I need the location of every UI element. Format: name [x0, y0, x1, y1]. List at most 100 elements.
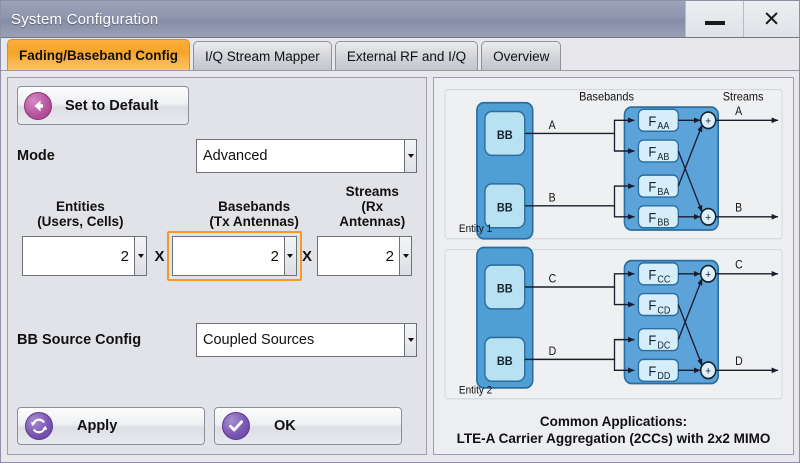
coefficient-block-fcc: F CC — [637, 262, 679, 286]
streams-header-label: Streams — [723, 91, 764, 104]
mode-row: Mode Advanced — [17, 139, 417, 173]
streams-stepper[interactable]: 2 — [317, 236, 412, 276]
coefficient-subscript: DC — [657, 339, 670, 351]
coefficient-block-fdc: F DC — [637, 327, 679, 352]
streams-field-wrap: 2 — [312, 231, 417, 281]
coefficient-block-fcd: F CD — [637, 292, 679, 317]
stream-label-d: D — [735, 355, 743, 368]
sum-symbol: + — [705, 366, 711, 378]
chevron-down-icon[interactable] — [399, 236, 412, 276]
bb-source-config-dropdown[interactable]: Coupled Sources — [196, 323, 417, 357]
coefficient-symbol: F — [648, 333, 656, 349]
caption-line-2: LTE-A Carrier Aggregation (2CCs) with 2x… — [456, 431, 771, 446]
summation-node: + — [700, 111, 717, 130]
bb-block-label: BB — [497, 202, 513, 215]
tab-label: Overview — [493, 48, 550, 64]
coefficient-symbol: F — [648, 363, 656, 379]
entities-value[interactable]: 2 — [22, 236, 134, 276]
bb-block-label: BB — [497, 130, 513, 143]
streams-header: Streams (Rx Antennas) — [327, 184, 417, 229]
mode-dropdown[interactable]: Advanced — [196, 139, 417, 173]
coefficient-symbol: F — [648, 179, 656, 195]
summation-node: + — [700, 207, 717, 226]
entities-field-wrap: 2 — [17, 231, 152, 281]
check-icon — [222, 412, 250, 440]
coefficient-block-faa: F AA — [637, 108, 679, 132]
streams-value[interactable]: 2 — [317, 236, 399, 276]
bb-source-config-value[interactable]: Coupled Sources — [196, 323, 404, 357]
coefficient-symbol: F — [648, 297, 656, 313]
stream-label-a: A — [735, 105, 743, 118]
ok-button[interactable]: OK — [214, 407, 402, 445]
stream-label-c: C — [735, 259, 743, 272]
entities-header-line1: Entities — [55, 199, 105, 214]
baseband-label-a: A — [549, 120, 557, 133]
sum-symbol: + — [705, 270, 711, 282]
dimensions-section: Entities (Users, Cells) Basebands (Tx An… — [17, 184, 417, 281]
ok-label: OK — [274, 418, 296, 434]
bb-source-config-label: BB Source Config — [17, 332, 142, 348]
baseband-label-d: D — [549, 346, 557, 359]
basebands-stepper[interactable]: 2 — [171, 236, 297, 276]
tab-label: I/Q Stream Mapper — [205, 48, 320, 64]
minimize-button[interactable] — [685, 1, 743, 37]
coefficient-subscript: AB — [657, 150, 669, 162]
coefficient-symbol: F — [648, 267, 656, 283]
dimension-headers: Entities (Users, Cells) Basebands (Tx An… — [17, 184, 417, 229]
tab-external-rf-and-iq[interactable]: External RF and I/Q — [334, 41, 479, 70]
summation-node: + — [700, 264, 717, 283]
window-title: System Configuration — [11, 10, 159, 28]
coefficient-block-fba: F BA — [637, 174, 679, 198]
coefficient-subscript: CD — [657, 304, 670, 316]
sum-symbol: + — [705, 213, 711, 225]
tab-overview[interactable]: Overview — [481, 41, 562, 70]
bb-block-label: BB — [497, 283, 513, 296]
basebands-header-line2: (Tx Antennas) — [209, 214, 299, 229]
entities-header: Entities (Users, Cells) — [17, 199, 144, 229]
chevron-down-icon[interactable] — [404, 323, 417, 357]
dialog-body: Set to Default Mode Advanced Entities (U… — [1, 71, 799, 462]
tab-label: Fading/Baseband Config — [19, 47, 179, 63]
coefficient-subscript: DD — [657, 370, 670, 382]
sum-symbol: + — [705, 116, 711, 128]
coefficient-symbol: F — [648, 113, 656, 129]
bb-block-label: BB — [497, 355, 513, 368]
basebands-header-label: Basebands — [579, 91, 634, 104]
coefficient-subscript: BB — [657, 216, 669, 228]
baseband-label-b: B — [549, 192, 556, 205]
multiply-symbol: X — [301, 247, 312, 265]
basebands-field-wrap: 2 — [166, 231, 302, 281]
entities-stepper[interactable]: 2 — [22, 236, 147, 276]
entity1-label: Entity 1 — [459, 224, 492, 236]
multiply-symbol: X — [154, 247, 165, 265]
diagram-svg: Basebands Streams BB BB Entity 1 — [444, 89, 783, 400]
minimize-icon — [704, 21, 725, 25]
close-button[interactable]: ✕ — [743, 1, 799, 37]
tab-iq-stream-mapper[interactable]: I/Q Stream Mapper — [193, 41, 332, 70]
window-controls: ✕ — [685, 1, 799, 37]
chevron-down-icon[interactable] — [134, 236, 147, 276]
coefficient-block-fbb: F BB — [637, 205, 679, 229]
coefficient-subscript: CC — [657, 273, 670, 285]
diagram-caption: Common Applications: LTE-A Carrier Aggre… — [439, 412, 788, 449]
tab-bar: Fading/Baseband Config I/Q Stream Mapper… — [1, 38, 799, 71]
basebands-header: Basebands (Tx Antennas) — [196, 199, 312, 229]
coefficient-block-fdd: F DD — [637, 358, 679, 383]
chevron-down-icon[interactable] — [283, 236, 297, 276]
baseband-label-c: C — [549, 273, 557, 286]
apply-button[interactable]: Apply — [17, 407, 205, 445]
mode-value[interactable]: Advanced — [196, 139, 404, 173]
basebands-value[interactable]: 2 — [171, 236, 284, 276]
mode-label: Mode — [17, 148, 55, 164]
coefficient-symbol: F — [648, 144, 656, 160]
coefficient-subscript: BA — [657, 185, 670, 197]
tab-label: External RF and I/Q — [346, 48, 467, 64]
set-to-default-label: Set to Default — [65, 97, 159, 114]
chevron-down-icon[interactable] — [404, 139, 417, 173]
caption-line-1: Common Applications: — [539, 414, 688, 429]
back-arrow-icon — [24, 91, 52, 120]
coefficient-subscript: AA — [657, 120, 670, 132]
set-to-default-button[interactable]: Set to Default — [17, 86, 189, 125]
tab-fading-baseband-config[interactable]: Fading/Baseband Config — [7, 39, 191, 70]
